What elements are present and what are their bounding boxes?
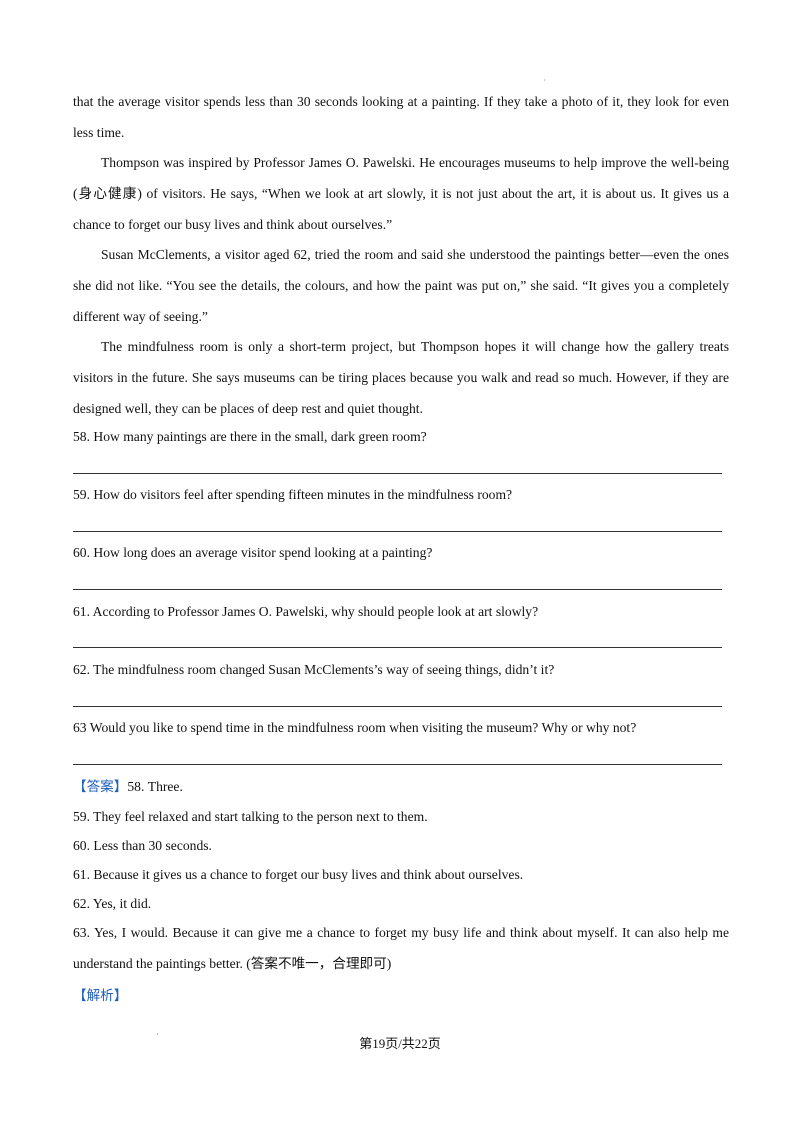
- answer-59: 59. They feel relaxed and start talking …: [73, 809, 428, 824]
- passage-paragraph: The mindfulness room is only a short-ter…: [73, 339, 729, 416]
- page-number: 第19页/共22页: [359, 1036, 441, 1051]
- answer-63: 63. Yes, I would. Because it can give me…: [73, 925, 729, 971]
- answer-line: [73, 473, 722, 474]
- answer-61: 61. Because it gives us a chance to forg…: [73, 867, 524, 882]
- question-58: 58. How many paintings are there in the …: [73, 429, 427, 444]
- passage-paragraph: Susan McClements, a visitor aged 62, tri…: [73, 247, 729, 324]
- analysis-tag: 【解析】: [73, 988, 128, 1003]
- passage-paragraph: that the average visitor spends less tha…: [73, 94, 729, 140]
- question-63: 63 Would you like to spend time in the m…: [73, 720, 637, 735]
- answer-60: 60. Less than 30 seconds.: [73, 838, 212, 853]
- answer-62: 62. Yes, it did.: [73, 896, 152, 911]
- question-59: 59. How do visitors feel after spending …: [73, 487, 513, 502]
- question-62: 62. The mindfulness room changed Susan M…: [73, 662, 555, 677]
- answer-tag: 【答案】: [73, 779, 128, 794]
- question-61: 61. According to Professor James O. Pawe…: [73, 604, 539, 619]
- scan-mark: ·: [156, 1030, 159, 1039]
- answer-line: [73, 531, 722, 532]
- answer-line: [73, 589, 722, 590]
- answer-line: [73, 706, 722, 707]
- passage-paragraph: Thompson was inspired by Professor James…: [73, 155, 729, 232]
- question-60: 60. How long does an average visitor spe…: [73, 545, 433, 560]
- scan-mark: ·: [543, 76, 546, 85]
- answer-line: [73, 647, 722, 648]
- answer-58: 【答案】58. Three.: [73, 779, 183, 794]
- answer-line: [73, 764, 722, 765]
